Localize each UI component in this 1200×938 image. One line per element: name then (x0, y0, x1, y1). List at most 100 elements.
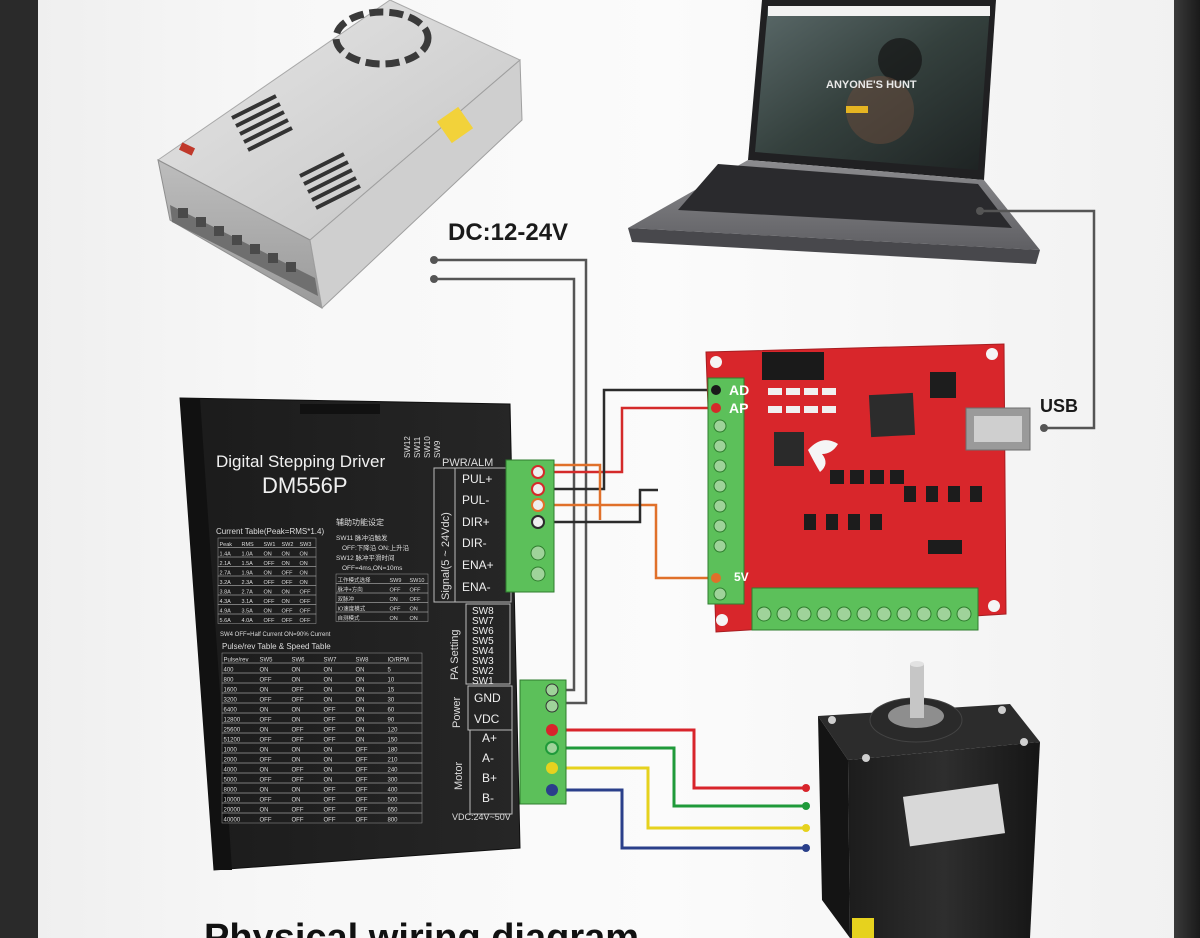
table-row (335, 611, 429, 622)
signal-pin-label: ENA- (462, 580, 491, 594)
table-cell: 3200 (224, 698, 238, 704)
aux-settings: 辅助功能设定 SW11 脉冲沿触发 OFF:下降沿 ON:上升沿 SW12 脉冲… (336, 517, 410, 572)
table-cell: 150 (388, 738, 399, 744)
supply-voltage-label: DC:12-24V (448, 219, 568, 246)
table-cell: OFF (356, 768, 368, 774)
table-cell: 脉冲+方向 (338, 586, 363, 594)
table-cell: ON (356, 738, 365, 744)
table-cell: OFF (282, 609, 294, 615)
dip-label: SW12 (403, 436, 412, 458)
dip-label: SW11 (413, 436, 422, 458)
table-cell: 400 (224, 668, 235, 674)
laptop: ANYONE'S HUNT (628, 0, 1040, 264)
table-cell: 300 (388, 778, 399, 784)
table-cell: ON (390, 597, 398, 603)
table-cell: 4000 (224, 768, 238, 774)
table-cell: ON (260, 788, 269, 794)
pa-switch-labels: SW8 SW7 SW6 SW5 SW4 SW3 SW2 SW1 (472, 606, 494, 687)
table-cell: 800 (388, 818, 399, 824)
controller-pin-labels: AD AP 5V (729, 382, 749, 584)
table-cell: OFF (324, 788, 336, 794)
pa-switch-label: SW3 (472, 656, 494, 667)
stepper-motor (818, 661, 1040, 938)
table-cell: IO速度模式 (338, 605, 366, 613)
table-cell: 双脉冲 (338, 595, 355, 603)
table-row (217, 613, 317, 624)
table-cell: ON (324, 768, 333, 774)
table-cell: OFF (300, 599, 312, 605)
controller-board (705, 343, 1031, 633)
table-cell: ON (300, 571, 308, 577)
table-cell: OFF (282, 571, 294, 577)
driver-signal-terminal (505, 459, 555, 593)
table-cell: ON (264, 590, 272, 596)
table-cell: 2.7A (242, 590, 254, 596)
table-cell: OFF (324, 708, 336, 714)
table-cell: OFF (260, 698, 272, 704)
table-cell: SW2 (282, 542, 294, 548)
table-cell: 6400 (224, 708, 238, 714)
table-cell: 1.4A (220, 552, 232, 558)
table-cell: 2.7A (220, 571, 232, 577)
table-cell: OFF (324, 818, 336, 824)
table-cell: 30 (388, 698, 395, 704)
aux-line: SW11 脉冲沿触发 (336, 533, 388, 542)
table-cell: 51200 (224, 738, 241, 744)
table-cell: 800 (224, 678, 235, 684)
table-cell: ON (324, 748, 333, 754)
table-cell: Peak (220, 542, 233, 548)
table-cell: SW5 (260, 658, 274, 664)
table-cell: ON (264, 571, 272, 577)
table-cell: OFF (324, 798, 336, 804)
driver-power-group: Power (451, 696, 463, 728)
table-cell: OFF (292, 728, 304, 734)
table-cell: 240 (388, 768, 399, 774)
table-cell: OFF (260, 758, 272, 764)
motor-pin-label: A- (482, 751, 494, 765)
motor-pin-label: B- (482, 791, 494, 805)
table-cell: OFF (264, 580, 276, 586)
table-cell: ON (260, 808, 269, 814)
table-cell: ON (292, 748, 301, 754)
pa-switch-label: SW1 (472, 676, 494, 687)
aux-line: OFF=4ms,ON=10ms (342, 565, 403, 572)
table-cell: 90 (388, 718, 395, 724)
table-cell: ON (324, 678, 333, 684)
table-cell: ON (292, 788, 301, 794)
pin-label-ap: AP (729, 400, 748, 416)
table-cell: ON (390, 616, 398, 622)
table-cell: 650 (388, 808, 399, 814)
dip-label: SW9 (433, 440, 442, 458)
table-cell: 120 (388, 728, 399, 734)
table-cell: ON (300, 561, 308, 567)
aux-line: OFF:下降沿 ON:上升沿 (342, 543, 410, 552)
table-cell: OFF (356, 748, 368, 754)
pa-switch-label: SW4 (472, 646, 494, 657)
usb-label: USB (1040, 396, 1078, 416)
table-cell: 4.3A (220, 599, 232, 605)
table-cell: RMS (242, 542, 255, 548)
table-cell: ON (356, 688, 365, 694)
table-cell: SW9 (390, 578, 402, 584)
table-cell: 12800 (224, 718, 241, 724)
table-cell: OFF (356, 788, 368, 794)
dip-label: SW10 (423, 436, 432, 458)
table-cell: SW10 (410, 578, 425, 584)
table-cell: OFF (390, 607, 402, 613)
table-cell: ON (260, 748, 269, 754)
aux-line: SW12 脉冲平滑时间 (336, 553, 395, 562)
pa-switch-label: SW7 (472, 616, 494, 627)
driver-signal-group: Signal(5 ~ 24Vdc) (440, 512, 452, 600)
table-cell: OFF (282, 618, 294, 624)
table-cell: OFF (410, 588, 422, 594)
table-cell: ON (260, 688, 269, 694)
driver-power-motor-terminal (519, 679, 567, 805)
driver-pwr-alm-label: PWR/ALM (442, 457, 493, 469)
signal-pin-label: PUL- (462, 493, 489, 507)
pa-switch-label: SW8 (472, 606, 494, 617)
table-cell: 3.5A (242, 609, 254, 615)
table-cell: ON (356, 718, 365, 724)
dip-labels: SW12 SW11 SW10 SW9 (403, 436, 442, 458)
table-cell: ON (264, 609, 272, 615)
table-cell: OFF (292, 738, 304, 744)
